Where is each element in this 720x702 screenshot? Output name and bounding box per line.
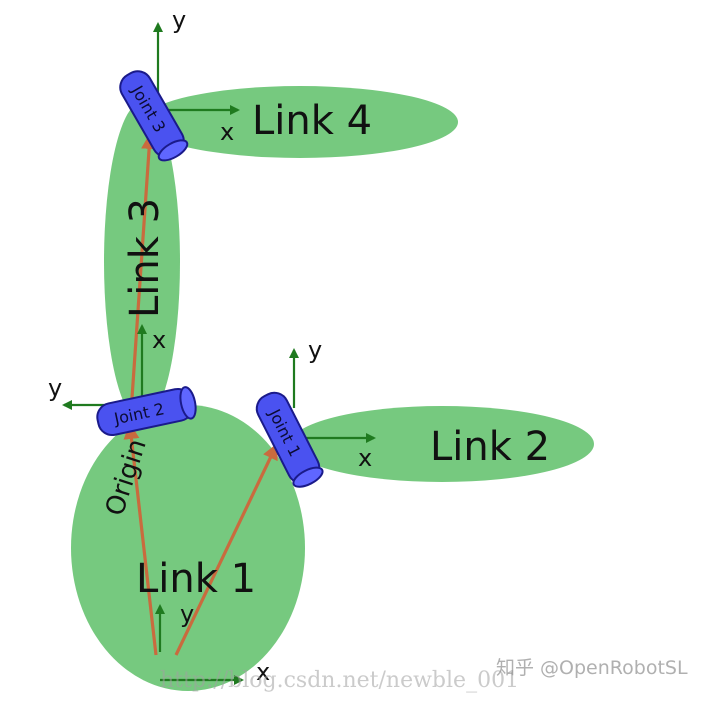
joint-2-x-label: x [152, 326, 166, 354]
vector-origin-to-joint-1 [174, 443, 278, 656]
watermark-url: http://blog.csdn.net/newble_001 [160, 668, 519, 693]
link-1-label: Link 1 [136, 556, 256, 602]
joint-1-x-label: x [358, 444, 372, 472]
joint-2: Joint 2 [96, 386, 197, 437]
joint-3-y-label: y [172, 6, 186, 34]
link-2-shape [290, 406, 594, 482]
vector-origin-to-joint-2 [123, 423, 158, 656]
joint-2-y-label: y [48, 374, 62, 402]
link-4-label: Link 4 [252, 98, 372, 144]
base-y-label: y [180, 600, 194, 628]
link-4-shape [142, 86, 458, 158]
link-3-label: Link 3 [122, 198, 168, 318]
joint-1: Joint 1 [255, 391, 324, 488]
link-2-label: Link 2 [430, 424, 550, 470]
joint-1-y-label: y [308, 336, 322, 364]
joint-3-x-label: x [220, 118, 234, 146]
watermark-credit: 知乎 @OpenRobotSL [496, 657, 688, 679]
link-1-shape [71, 405, 305, 691]
vector-joint-2-to-joint-3 [130, 133, 158, 399]
base-x-label: x [256, 658, 270, 686]
